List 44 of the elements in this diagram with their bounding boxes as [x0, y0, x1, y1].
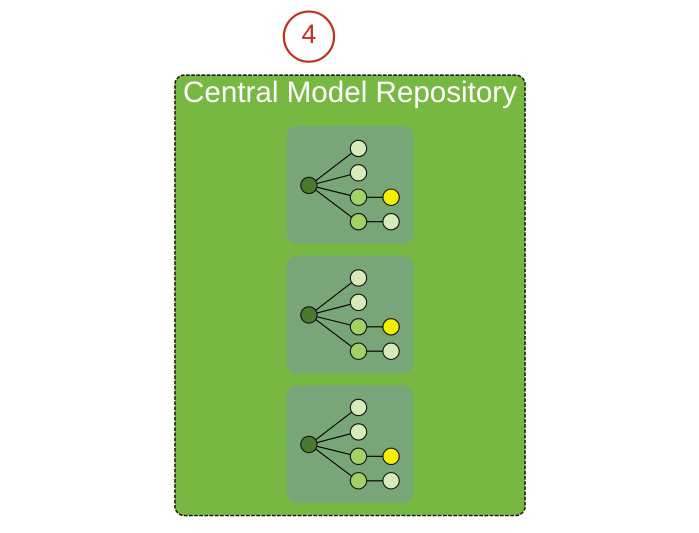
node-circle: [349, 318, 367, 336]
connector: [316, 316, 350, 326]
connector: [314, 412, 352, 440]
cluster: [286, 256, 413, 374]
node-circle: [349, 164, 367, 182]
connector: [316, 174, 350, 184]
connector: [366, 350, 382, 352]
node-circle: [382, 342, 400, 360]
node-circle: [349, 294, 367, 312]
connector: [366, 221, 382, 222]
connector: [316, 186, 350, 196]
node-circle: [349, 269, 367, 287]
node-circle: [349, 213, 367, 230]
node-circle: [382, 472, 400, 490]
node-circle: [382, 213, 400, 230]
node-circle: [349, 188, 367, 206]
node-circle: [300, 176, 318, 194]
connector: [314, 282, 352, 311]
cluster: Central Model Repository: [174, 74, 526, 516]
node-circle: [300, 436, 318, 454]
connector: [314, 152, 352, 182]
connector: [316, 304, 350, 314]
node-circle: [382, 318, 400, 336]
node-circle: [349, 398, 367, 416]
connector: [314, 319, 352, 347]
cluster: [286, 385, 413, 503]
node-circle: [349, 472, 367, 490]
connector: [366, 196, 382, 198]
node-circle: [382, 188, 400, 206]
connector: [316, 446, 350, 456]
connector: [366, 456, 382, 457]
node-circle: [349, 342, 367, 360]
node-circle: [349, 448, 367, 466]
connector: [366, 480, 382, 482]
node-circle: 4: [282, 10, 335, 63]
node-circle: [349, 140, 367, 158]
node-circle: [300, 306, 318, 324]
connector: [314, 448, 352, 477]
connector: [316, 433, 350, 444]
node-circle: [349, 423, 367, 441]
connector: [366, 326, 382, 328]
connector: [314, 190, 352, 218]
cluster: [286, 126, 413, 244]
node-circle: [382, 448, 400, 466]
